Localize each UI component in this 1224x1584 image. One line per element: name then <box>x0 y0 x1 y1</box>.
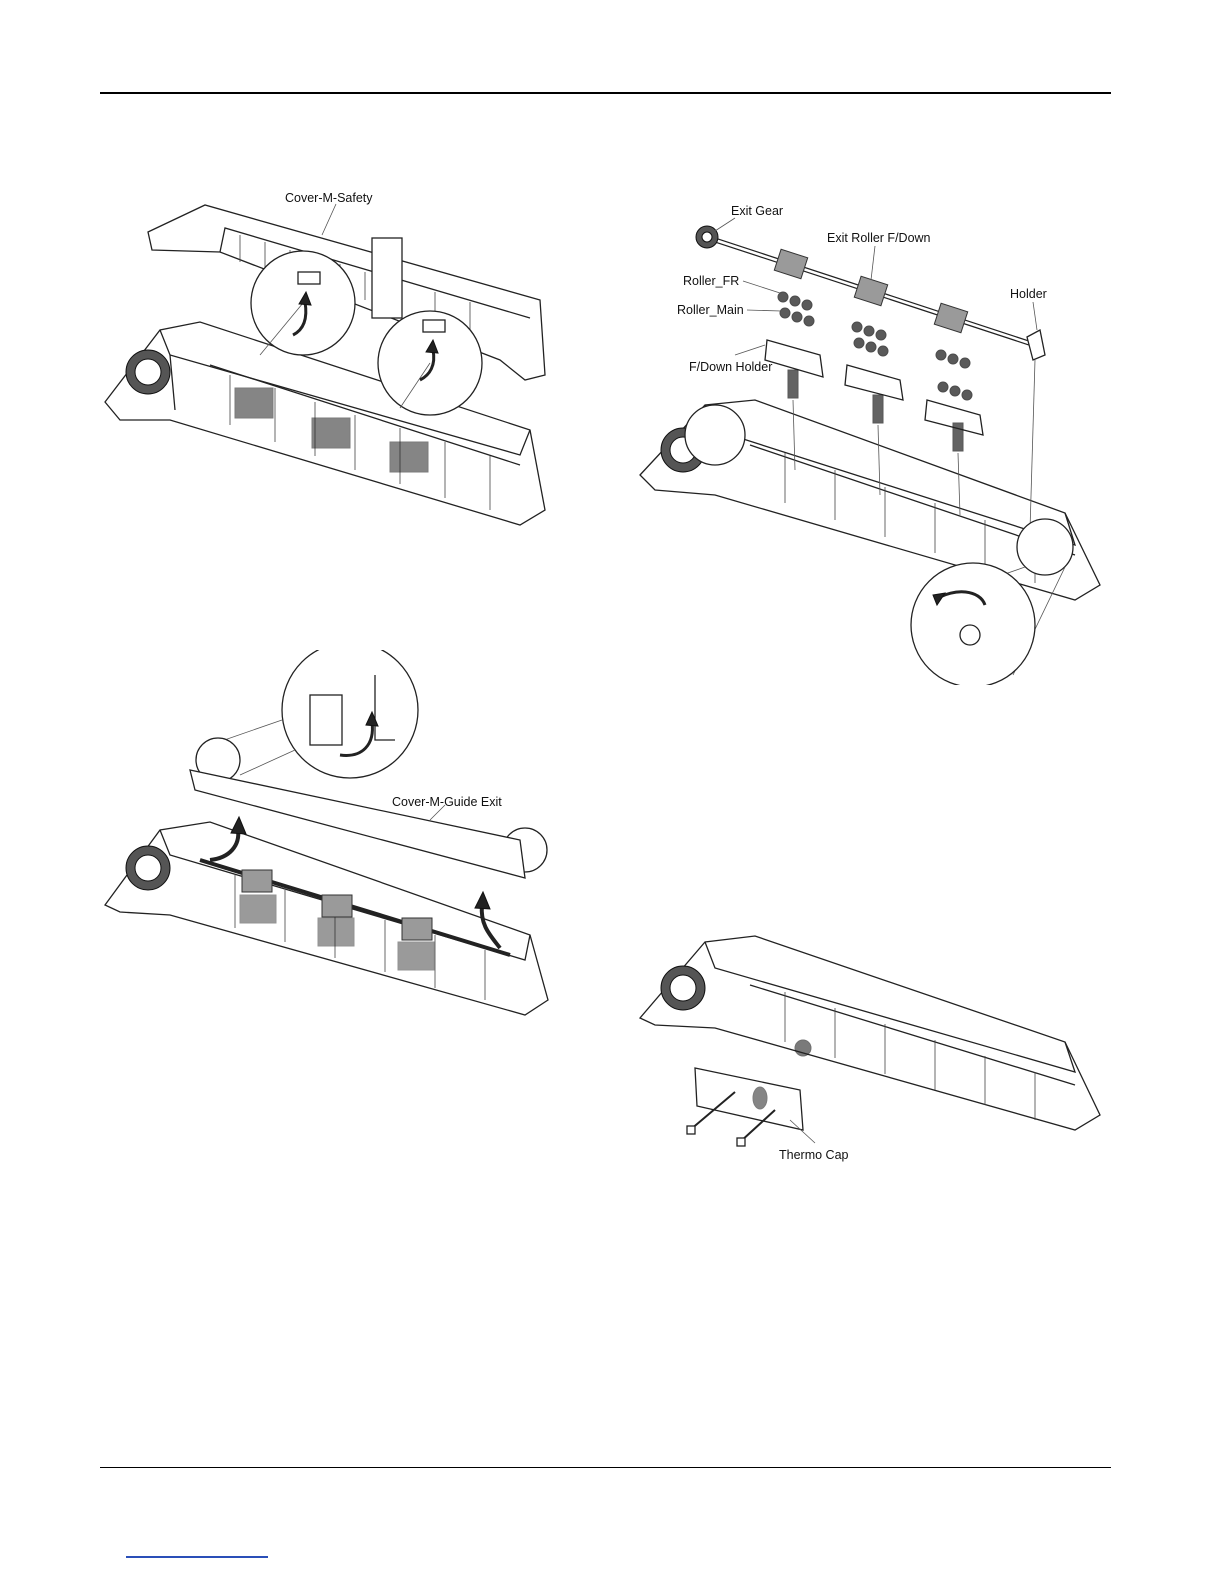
label-holder: Holder <box>1010 287 1047 301</box>
figure-cover-guide-exit: Cover-M-Guide Exit <box>100 650 580 1030</box>
label-roller-main: Roller_Main <box>677 303 744 317</box>
label-exit-roller: Exit Roller F/Down <box>827 231 931 245</box>
detail-circle-gear <box>685 405 745 465</box>
label-thermo-cap: Thermo Cap <box>779 1148 849 1162</box>
leader-cover-safety <box>322 204 336 235</box>
detail-circle-left <box>251 251 355 355</box>
figure-cover-safety: Cover-M-Safety <box>100 180 580 540</box>
detail-circle-holder-zoom <box>911 563 1035 685</box>
thermo-cap-part <box>695 1068 803 1130</box>
exit-roller-shaft <box>715 240 1035 345</box>
detail-circle-right <box>378 311 482 415</box>
exit-gear-part <box>696 226 718 248</box>
label-exit-gear: Exit Gear <box>731 204 783 218</box>
figure-thermo-cap: Thermo Cap <box>635 930 1115 1170</box>
label-cover-m-guide-exit: Cover-M-Guide Exit <box>392 795 502 809</box>
drive-gear-1 <box>126 350 170 394</box>
header-rule <box>100 92 1111 94</box>
footer-rule <box>100 1467 1111 1468</box>
detail-circle-top <box>210 650 418 778</box>
holder-part <box>1027 330 1045 360</box>
footer-link-underline[interactable] <box>126 1556 268 1558</box>
figure-exit-roller: Exit Gear Exit Roller F/Down Roller_FR R… <box>635 195 1115 685</box>
label-fdown-holder: F/Down Holder <box>689 360 772 374</box>
label-cover-m-safety: Cover-M-Safety <box>285 191 373 205</box>
label-roller-fr: Roller_FR <box>683 274 739 288</box>
